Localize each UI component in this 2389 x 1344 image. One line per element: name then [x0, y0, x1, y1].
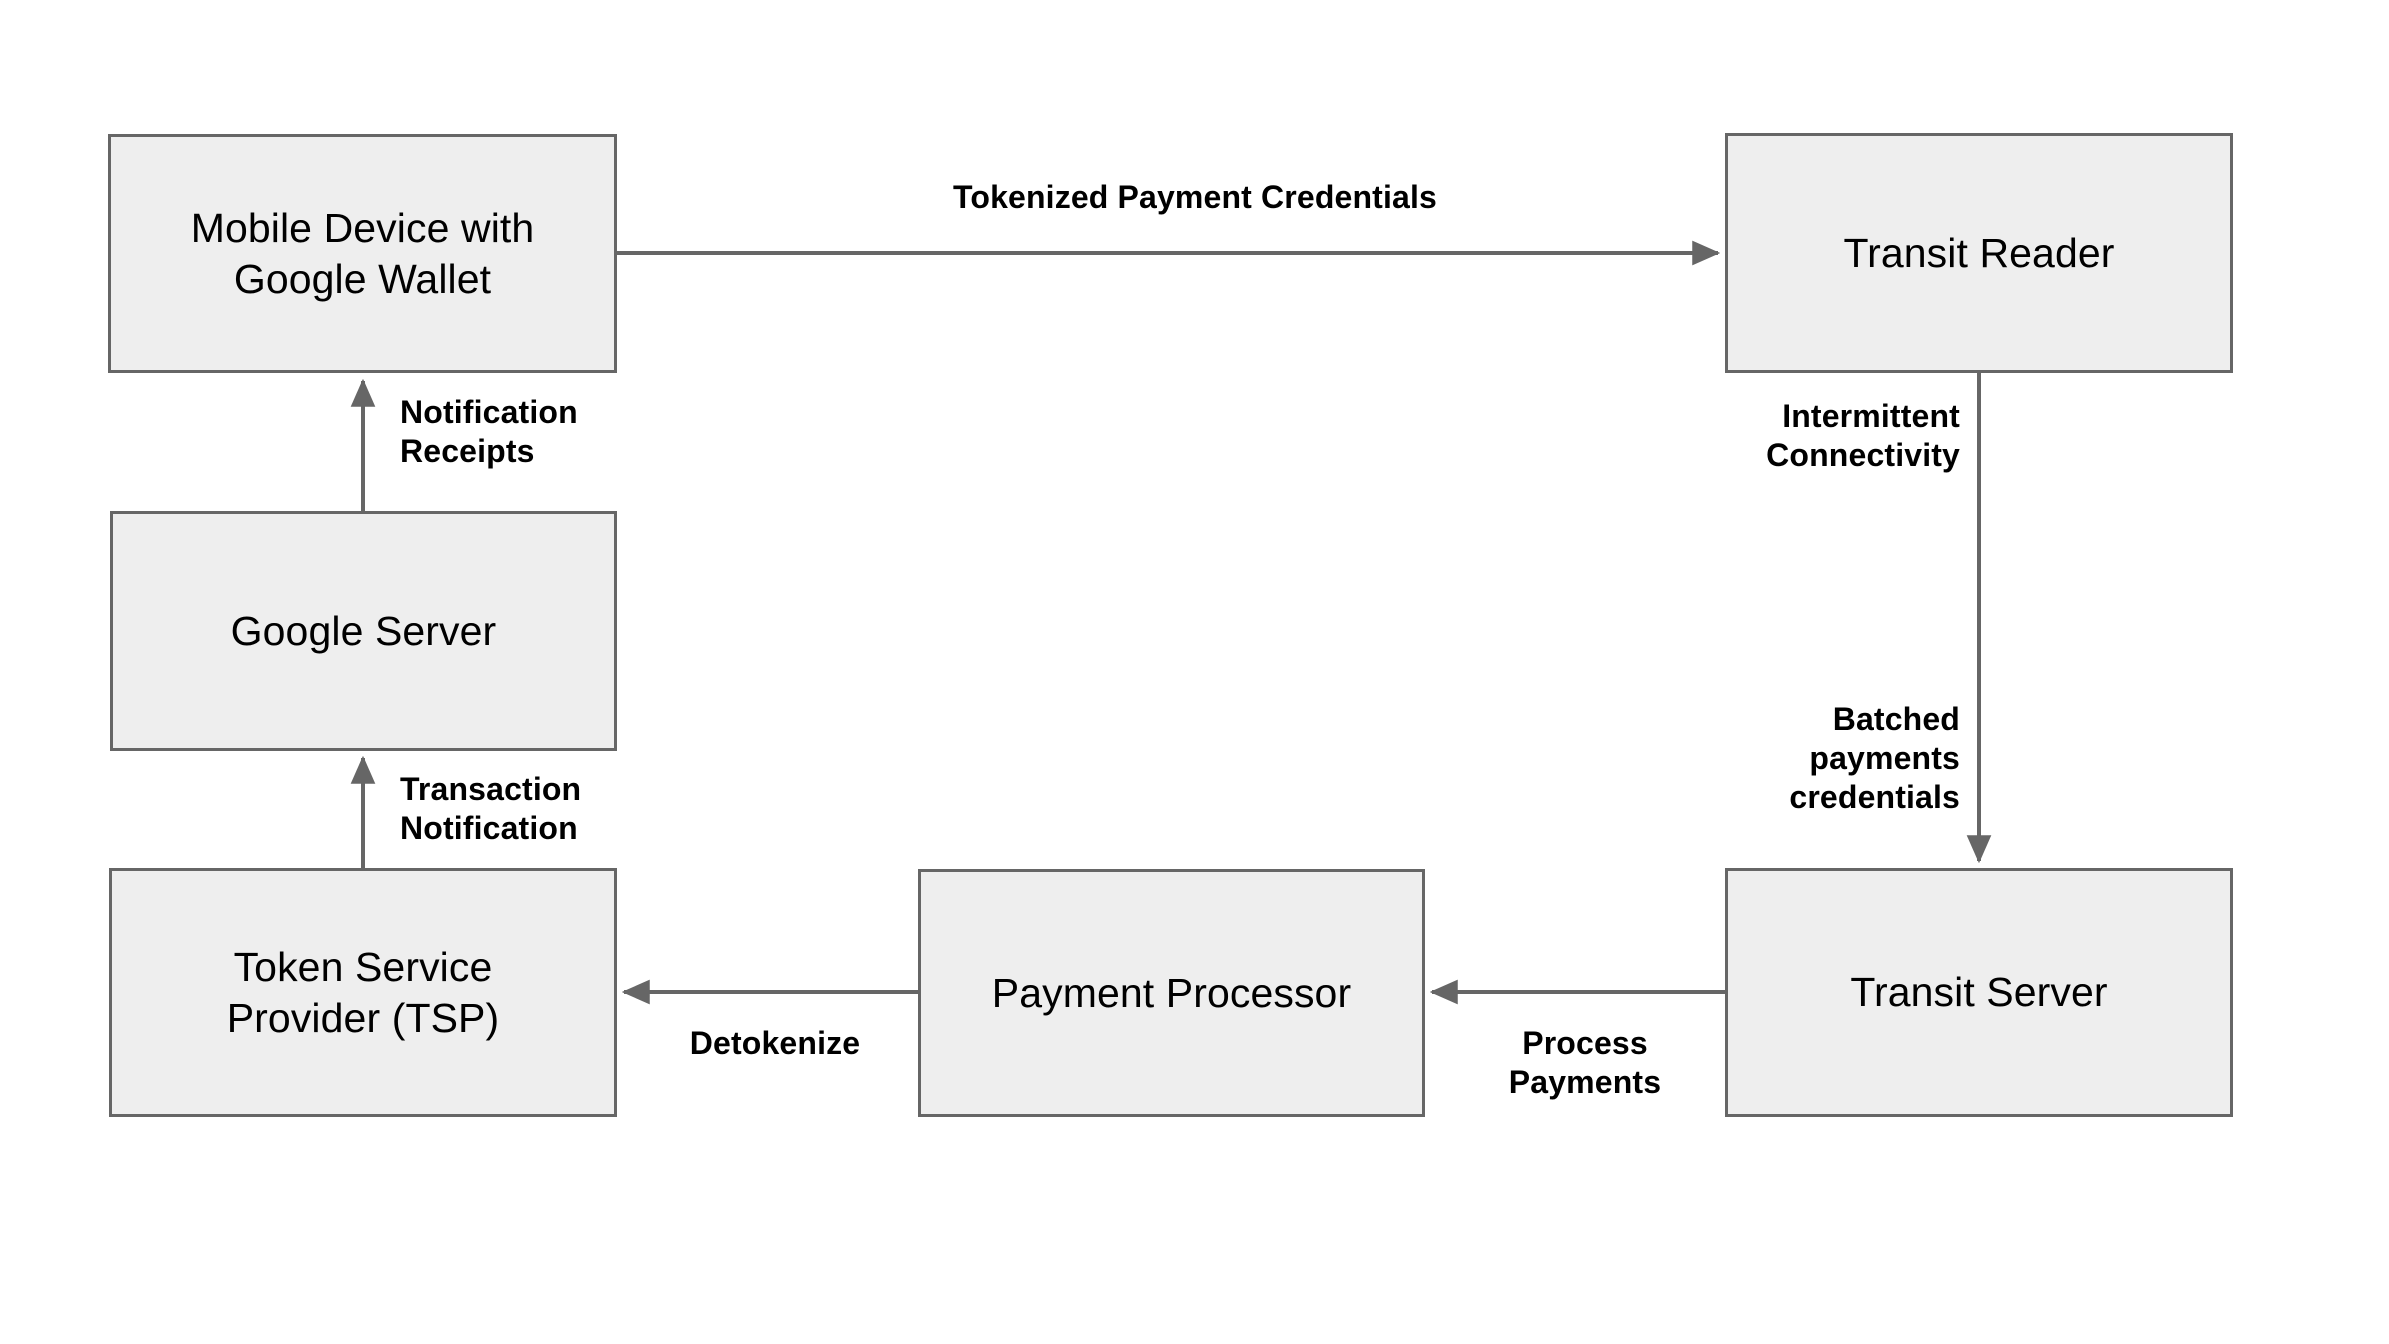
node-transit-server[interactable]: Transit Server: [1725, 868, 2233, 1117]
node-transit-reader-label: Transit Reader: [1843, 229, 2115, 276]
node-google-server-label: Google Server: [230, 607, 497, 654]
node-token-service-provider[interactable]: Token Service Provider (TSP): [109, 868, 617, 1117]
node-mobile-device[interactable]: Mobile Device with Google Wallet: [108, 134, 617, 373]
node-transit-reader[interactable]: Transit Reader: [1725, 133, 2233, 373]
node-google-server[interactable]: Google Server: [110, 511, 617, 751]
edge-label-transaction-notification: Transaction Notification: [400, 771, 582, 847]
node-payment-processor[interactable]: Payment Processor: [918, 869, 1425, 1117]
edge-label-detokenize: Detokenize: [689, 1025, 861, 1061]
edge-label-tokenized-payment-credentials: Tokenized Payment Credentials: [953, 179, 1437, 215]
edge-label-notification-receipts: Notification Receipts: [400, 394, 578, 470]
node-mobile-device-label: Mobile Device with Google Wallet: [190, 205, 535, 302]
node-transit-server-label: Transit Server: [1850, 969, 2108, 1016]
edge-label-process-payments: Process Payments: [1508, 1025, 1662, 1101]
node-token-service-provider-label: Token Service Provider (TSP): [226, 944, 500, 1041]
edge-label-intermittent-connectivity: Intermittent Connectivity: [1766, 398, 1960, 474]
edge-label-batched-payments-credentials: Batched payments credentials: [1789, 701, 1960, 816]
node-payment-processor-label: Payment Processor: [991, 969, 1352, 1016]
